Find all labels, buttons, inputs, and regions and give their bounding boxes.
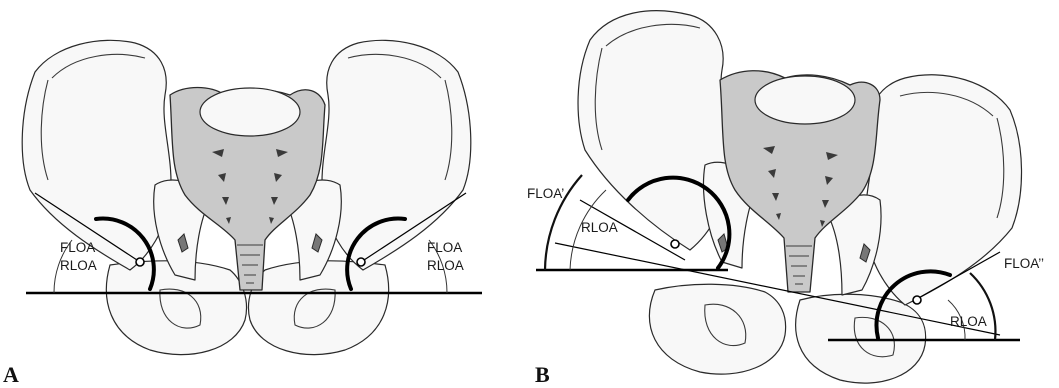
sacral-promontory-a (200, 88, 300, 136)
label-rloa-left-a: RLOA (60, 258, 97, 273)
left-ischium-b (649, 284, 785, 374)
sacral-promontory-b (755, 76, 855, 124)
panel-letter-a: A (3, 362, 19, 387)
label-rloa-left-b: RLOA (581, 220, 618, 235)
label-floa-right-a: FLOA (427, 240, 462, 255)
label-floa-double-prime-b: FLOA’’ (1004, 256, 1044, 271)
right-ischium-b (796, 294, 926, 383)
right-wing-b (865, 75, 1021, 305)
label-floa-left-a: FLOA (60, 240, 95, 255)
label-floa-prime-b: FLOA’ (527, 186, 564, 201)
label-rloa-right-a: RLOA (427, 258, 464, 273)
panel-letter-b: B (535, 362, 550, 387)
panel-a: FLOA RLOA FLOA RLOA A (3, 40, 482, 387)
label-rloa-right-b: RLOA (950, 314, 987, 329)
panel-b: FLOA’ RLOA FLOA’’ RLOA B (527, 11, 1044, 387)
